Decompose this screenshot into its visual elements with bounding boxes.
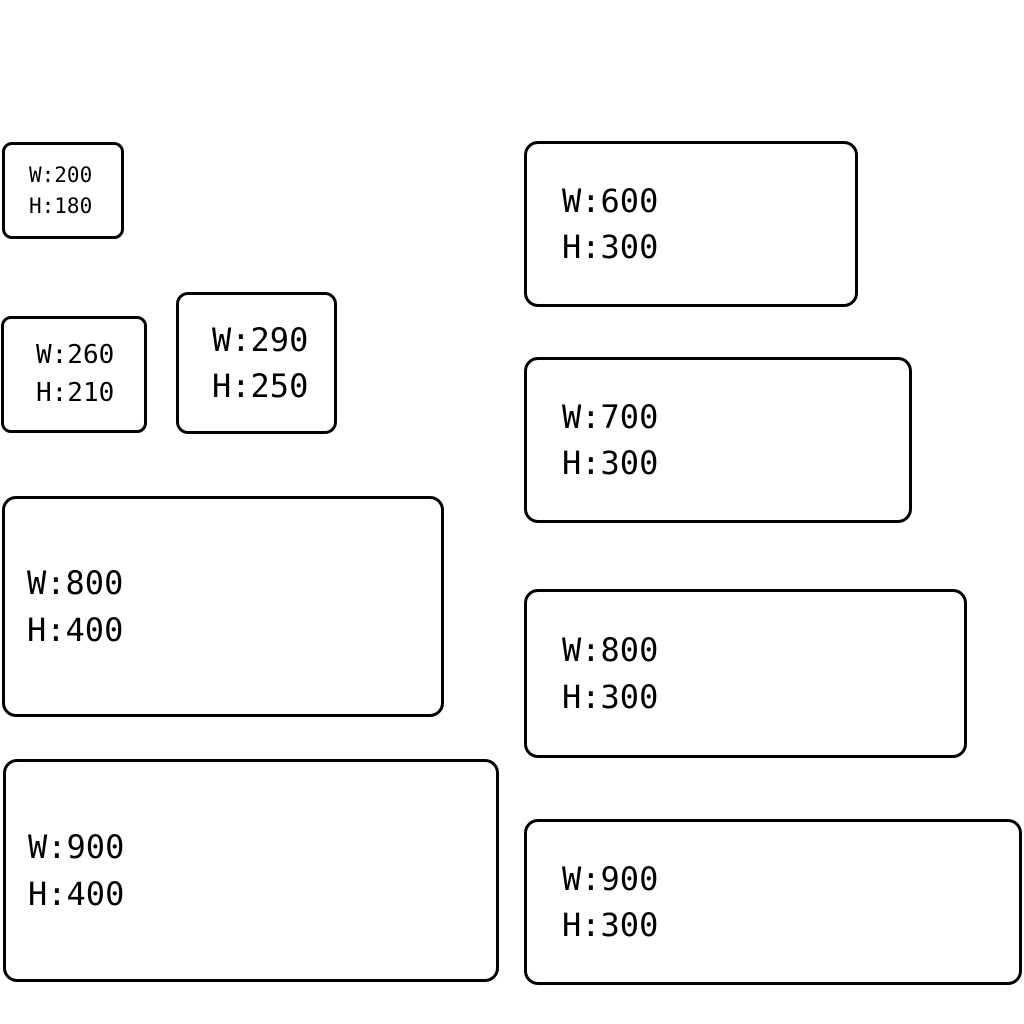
height-label: H:300: [562, 906, 659, 944]
box-260x210[interactable]: W:260 H:210: [1, 316, 147, 433]
height-label: H:250: [212, 367, 309, 405]
height-label: H:400: [28, 874, 125, 913]
width-label: W:800: [562, 631, 659, 670]
box-200x180[interactable]: W:200 H:180: [2, 142, 124, 239]
box-900x400[interactable]: W:900 H:400: [3, 759, 499, 982]
box-800x300[interactable]: W:800 H:300: [524, 589, 967, 758]
height-label: H:400: [27, 610, 124, 649]
width-label: W:900: [28, 828, 125, 867]
height-label: H:300: [562, 677, 659, 716]
height-label: H:210: [36, 377, 115, 408]
width-label: W:700: [562, 397, 659, 436]
box-800x400[interactable]: W:800 H:400: [2, 496, 444, 717]
box-600x300[interactable]: W:600 H:300: [524, 141, 858, 307]
width-label: W:900: [562, 859, 659, 898]
width-label: W:290: [212, 320, 309, 359]
height-label: H:300: [562, 228, 659, 266]
width-label: W:600: [562, 181, 659, 220]
box-290x250[interactable]: W:290 H:250: [176, 292, 337, 434]
width-label: W:260: [36, 339, 115, 370]
box-900x300[interactable]: W:900 H:300: [524, 819, 1022, 985]
box-700x300[interactable]: W:700 H:300: [524, 357, 912, 523]
width-label: W:800: [27, 564, 124, 603]
height-label: H:180: [29, 193, 93, 218]
height-label: H:300: [562, 444, 659, 482]
width-label: W:200: [29, 163, 93, 188]
